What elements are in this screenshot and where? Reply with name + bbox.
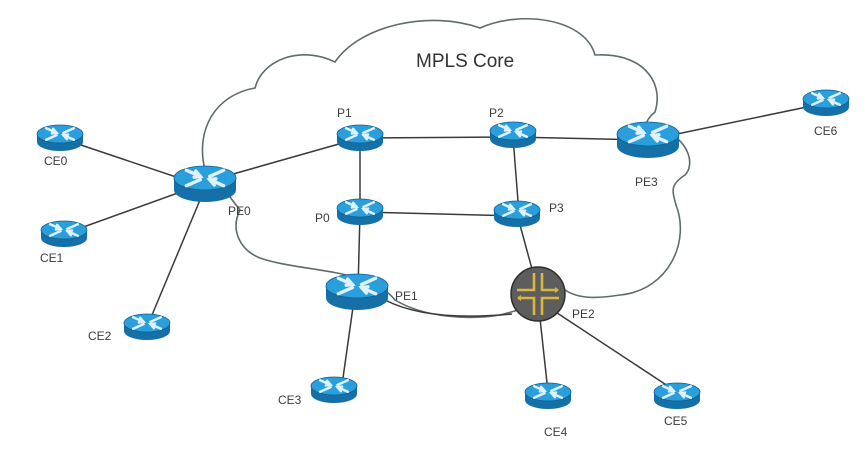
router-top <box>493 200 541 220</box>
node-label: P0 <box>315 211 330 225</box>
router-top <box>336 124 384 144</box>
node-p0[interactable] <box>336 198 384 225</box>
node-label: P3 <box>549 201 564 215</box>
node-ce1[interactable] <box>40 220 88 247</box>
router-top <box>173 165 237 191</box>
router-top <box>123 313 171 333</box>
node-label: CE2 <box>88 329 112 343</box>
router-arrows-icon <box>501 202 533 218</box>
link-pe1-pe2 <box>384 299 513 317</box>
router-arrows-icon <box>810 91 842 107</box>
router-body <box>510 266 566 322</box>
node-ce3[interactable] <box>310 376 358 403</box>
link-p1-p2 <box>359 136 514 139</box>
node-pe3[interactable] <box>616 121 680 158</box>
node-p1[interactable] <box>336 124 384 151</box>
node-label: P1 <box>337 106 352 120</box>
node-pe0[interactable] <box>173 165 237 202</box>
router-top <box>653 382 701 402</box>
router-arrows-icon <box>497 123 529 139</box>
router-arrows-icon <box>344 200 376 216</box>
node-ce0[interactable] <box>36 124 84 151</box>
node-p2[interactable] <box>489 121 537 148</box>
router-arrows-icon <box>44 126 76 142</box>
router-arrows-icon <box>184 168 226 188</box>
node-pe2[interactable] <box>510 266 566 322</box>
node-label: PE2 <box>572 307 595 321</box>
link-p0-p3 <box>359 211 518 217</box>
router-top <box>36 124 84 144</box>
node-label: CE4 <box>544 425 568 439</box>
node-label: CE1 <box>40 251 64 265</box>
node-label: CE3 <box>278 393 302 407</box>
node-label: PE3 <box>635 175 658 189</box>
links-layer <box>59 102 827 393</box>
router-arrows-icon <box>661 384 693 400</box>
router-arrows-icon <box>318 378 350 394</box>
router-arrows-icon <box>48 222 80 238</box>
router-arrows-icon <box>336 276 378 296</box>
node-ce2[interactable] <box>123 313 171 340</box>
router-top <box>489 121 537 141</box>
router-arrows-icon <box>532 384 564 400</box>
node-label: P2 <box>489 106 504 120</box>
router-arrows-icon <box>627 124 669 144</box>
router-arrows-icon <box>517 273 559 315</box>
router-top <box>802 89 850 109</box>
node-p3[interactable] <box>493 200 541 227</box>
node-label: PE1 <box>395 289 418 303</box>
link-ce2-pe0 <box>146 187 206 328</box>
node-label: CE0 <box>44 154 68 168</box>
node-label: CE5 <box>664 414 688 428</box>
node-ce6[interactable] <box>802 89 850 116</box>
node-label: CE6 <box>814 124 838 138</box>
link-pe2-ce5 <box>544 304 678 393</box>
router-arrows-icon <box>344 126 376 142</box>
cloud-title: MPLS Core <box>416 51 514 72</box>
node-ce4[interactable] <box>524 382 572 409</box>
node-label: PE0 <box>228 204 251 218</box>
router-top <box>40 220 88 240</box>
router-top <box>524 382 572 402</box>
router-top <box>616 121 680 147</box>
router-top <box>325 273 389 299</box>
link-pe1-ce3 <box>341 299 355 386</box>
router-top <box>310 376 358 396</box>
router-top <box>336 198 384 218</box>
node-ce5[interactable] <box>653 382 701 409</box>
router-arrows-icon <box>131 315 163 331</box>
node-pe1[interactable] <box>325 273 389 310</box>
